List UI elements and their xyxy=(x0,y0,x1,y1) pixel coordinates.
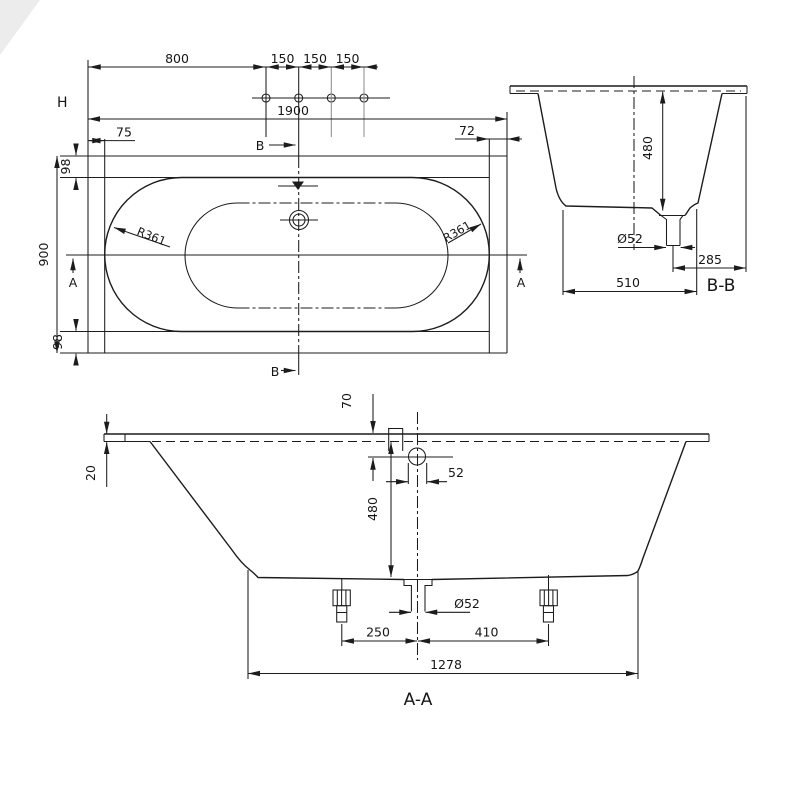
aa-dim-410-label: 410 xyxy=(475,625,499,640)
aa-foot-right xyxy=(539,575,558,623)
section-a-left-label: A xyxy=(69,275,78,290)
height-reference-label: H xyxy=(57,95,68,111)
bb-dim-drain-diameter: Ø52 xyxy=(617,231,695,251)
dim-left-offset: 75 xyxy=(88,125,135,144)
bb-dim-510-label: 510 xyxy=(616,275,640,290)
aa-dim-drain-diameter: Ø52 xyxy=(389,596,480,616)
section-line-a: A A xyxy=(66,254,527,290)
aa-tub-profile xyxy=(103,433,710,581)
radius-left-label: R361 xyxy=(135,224,168,248)
bb-dim-285: 285 xyxy=(672,96,747,272)
bb-dim-480-label: 480 xyxy=(640,136,655,160)
section-b-top-label: B xyxy=(256,138,265,153)
aa-dim-250-label: 250 xyxy=(366,625,390,640)
aa-dim-foot-spacing: 250 410 xyxy=(341,624,550,646)
section-bb-title: B-B xyxy=(707,276,736,296)
bb-dim-285-label: 285 xyxy=(698,252,722,267)
dim-900-label: 900 xyxy=(36,243,51,267)
aa-dim-20-label: 20 xyxy=(83,465,98,481)
basin-outer-stadium xyxy=(104,176,490,333)
aa-dim-70-label: 70 xyxy=(339,393,354,409)
dim-75-label: 75 xyxy=(116,125,132,140)
section-aa-title: A-A xyxy=(404,690,433,710)
section-a-right-label: A xyxy=(517,275,526,290)
bb-drain xyxy=(659,214,685,247)
plan-view: 800 150 150 150 1900 75 72 98 xyxy=(36,51,527,379)
dim-tap-spacing: 800 150 150 150 xyxy=(88,51,378,70)
aa-dim-overflow-offset: 70 xyxy=(339,393,376,481)
section-aa-view: 20 70 52 480 Ø52 xyxy=(83,393,710,710)
aa-dim-overflow-diameter: 52 xyxy=(386,465,464,485)
dim-98-top-label: 98 xyxy=(58,159,73,175)
dim-72-label: 72 xyxy=(459,123,475,138)
aa-dim-d52-label: Ø52 xyxy=(454,596,480,611)
overflow-symbol-plan xyxy=(278,181,318,190)
radius-callout-right: R361 xyxy=(441,218,482,245)
basin-floor-stadium xyxy=(184,202,449,309)
bb-dim-depth: 480 xyxy=(640,91,666,211)
bb-dim-d52-label: Ø52 xyxy=(617,231,643,246)
section-line-b: B B xyxy=(256,67,300,379)
dim-800-label: 800 xyxy=(165,51,189,66)
dim-150a-label: 150 xyxy=(271,51,295,66)
tap-holes xyxy=(252,67,390,137)
dim-1900-label: 1900 xyxy=(277,103,309,118)
aa-dim-depth: 480 xyxy=(365,441,394,578)
scan-artifact-corner xyxy=(0,0,40,55)
aa-dim-52-label: 52 xyxy=(448,465,464,480)
aa-overflow xyxy=(368,427,453,484)
section-b-bottom-label: B xyxy=(271,364,280,379)
radius-callout-left: R361 xyxy=(113,224,171,248)
dim-150c-label: 150 xyxy=(336,51,360,66)
aa-foot-left xyxy=(332,578,351,623)
aa-dim-480-label: 480 xyxy=(365,497,380,521)
aa-drain xyxy=(403,578,433,612)
bb-tub-profile xyxy=(509,85,748,217)
aa-dim-rim-thickness: 20 xyxy=(83,414,110,487)
radius-right-label: R361 xyxy=(441,218,474,245)
bb-dim-510: 510 xyxy=(562,209,698,295)
aa-dim-1278-label: 1278 xyxy=(430,657,462,672)
dim-right-offset: 72 xyxy=(455,123,522,142)
dim-150b-label: 150 xyxy=(303,51,327,66)
aa-dim-feet-span: 1278 xyxy=(247,570,639,679)
dim-overall-length: 1900 xyxy=(88,103,508,122)
section-bb-view: 480 Ø52 285 510 B-B xyxy=(509,76,748,296)
dim-width-offsets: 98 98 900 xyxy=(36,143,79,366)
